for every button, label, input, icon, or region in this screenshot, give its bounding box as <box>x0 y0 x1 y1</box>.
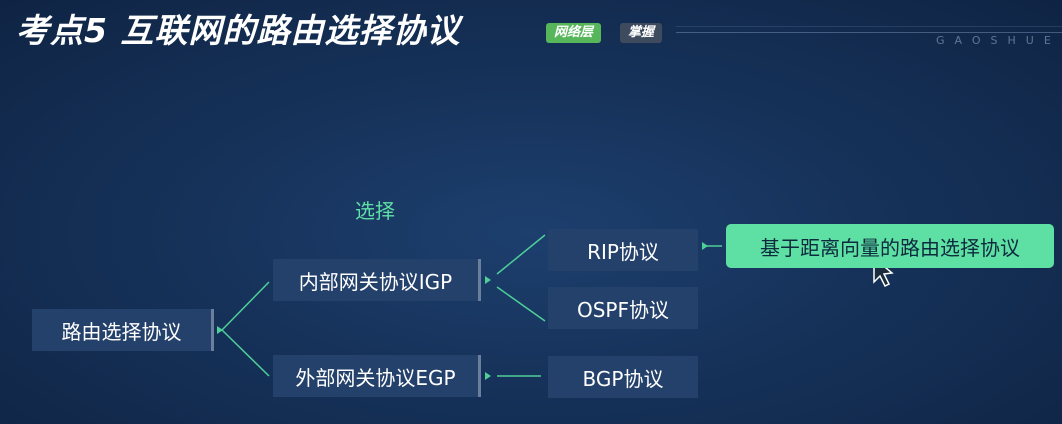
layer-tag: 网络层 <box>546 23 602 43</box>
edge-label-select: 选择 <box>355 199 395 223</box>
node-rip-description: 基于距离向量的路由选择协议 <box>726 224 1054 268</box>
level-tag: 掌握 <box>620 23 663 43</box>
arrow-egp <box>485 372 491 380</box>
connector-igp-rip <box>496 234 546 275</box>
arrow-rip <box>702 242 708 250</box>
header: 考点5 互联网的路由选择协议 网络层 掌握 GAOSHUE <box>0 0 1062 52</box>
watermark: GAOSHUE <box>936 34 1061 47</box>
node-bgp: BGP协议 <box>548 356 698 398</box>
node-ospf: OSPF协议 <box>548 287 698 329</box>
node-routing-protocol: 路由选择协议 <box>32 309 214 351</box>
header-divider-top <box>676 26 1062 27</box>
node-egp: 外部网关协议EGP <box>273 355 481 397</box>
page-title: 考点5 互联网的路由选择协议 <box>16 11 461 50</box>
arrow-root <box>217 326 223 334</box>
node-igp: 内部网关协议IGP <box>273 259 481 301</box>
connector-root-egp <box>221 329 270 377</box>
header-divider <box>676 32 1062 33</box>
node-rip: RIP协议 <box>548 229 698 271</box>
connector-root-igp <box>221 281 270 331</box>
connector-igp-ospf <box>496 286 546 322</box>
arrow-igp <box>485 276 491 284</box>
